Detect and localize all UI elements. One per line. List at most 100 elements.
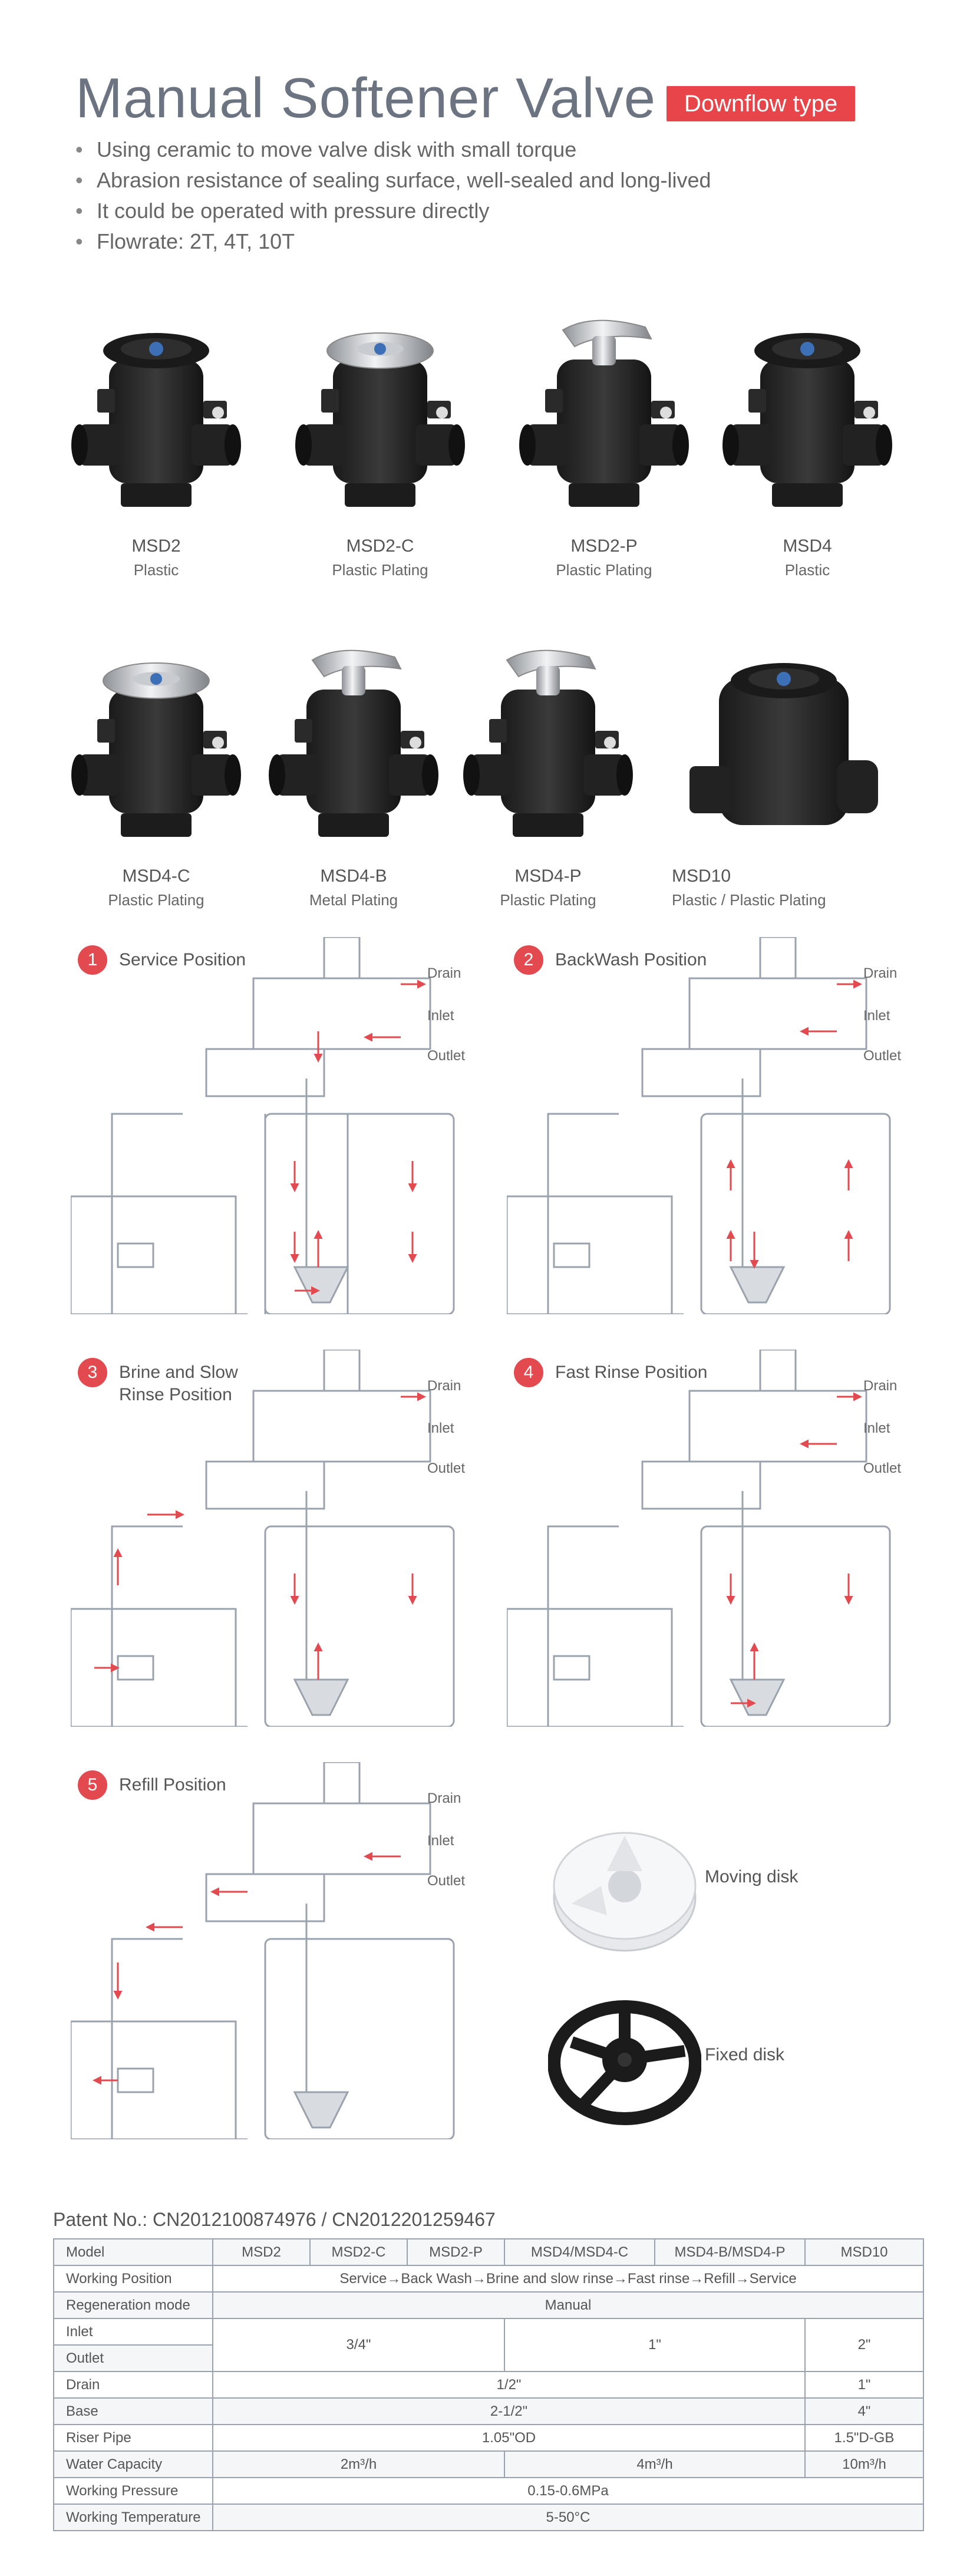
step-number: 2 [514,945,543,975]
table-cell: 2" [804,2318,924,2372]
brine-slow-rinse-diagram: 3 Brine and Slow Rinse Position Drain In… [71,1350,507,1727]
step-number: 4 [514,1358,543,1387]
table-cell: 5-50°C [212,2504,924,2531]
product-model: MSD2 [131,536,181,556]
row-header: Drain [53,2371,213,2399]
table-cell: 4m³/h [504,2450,806,2478]
table-cell: 3/4" [212,2318,505,2372]
drain-label: Drain [427,1790,461,1806]
table-row: Model MSD2 MSD2-C MSD2-P MSD4/MSD4-C MSD… [53,2238,924,2266]
table-cell: 2m³/h [212,2450,505,2478]
row-header: Working Temperature [53,2504,213,2531]
table-row: Water Capacity 2m³/h 4m³/h 10m³/h [53,2450,924,2478]
product-card: MSD2 Plastic [56,295,256,625]
valve-image [463,649,633,837]
position-label: Refill Position [119,1775,226,1795]
valve-image [71,333,241,507]
table-row: Working Position Service→Back Wash→Brine… [53,2265,924,2293]
inlet-label: Inlet [427,1008,454,1024]
product-card: MSD2-P Plastic Plating [504,295,704,625]
product-material: Plastic Plating [108,891,204,909]
drain-label: Drain [863,965,898,981]
drain-label: Drain [427,1378,461,1394]
feature-list: Using ceramic to move valve disk with sm… [75,134,900,257]
table-cell: 4" [804,2397,924,2425]
refill-position-diagram: 5 Refill Position Drain Inlet Outlet [71,1762,507,2139]
table-cell: 2-1/2" [212,2397,806,2425]
drain-label: Drain [863,1378,898,1394]
row-header: Outlet [53,2344,213,2372]
service-position-diagram: 1 Service Position Drain Inlet Outlet [71,937,507,1314]
row-header: Regeneration mode [53,2291,213,2319]
page-title: Manual Softener Valve [75,67,656,130]
product-card: MSD4-C Plastic Plating [56,625,256,955]
outlet-label: Outlet [427,1048,466,1064]
position-label: Brine and Slow Rinse Position [119,1363,238,1404]
inlet-label: Inlet [427,1833,454,1849]
fixed-disk-image [548,2000,701,2125]
table-cell: 1/2" [212,2371,806,2399]
product-model: MSD10 [672,866,731,886]
table-cell: MSD2-P [407,2238,505,2266]
table-cell: MSD4-B/MSD4-P [654,2238,806,2266]
downflow-badge: Downflow type [667,86,856,121]
flow-schematic [507,937,891,1314]
table-cell: 1.5"D-GB [804,2424,924,2452]
product-material: Plastic Plating [332,561,428,579]
flow-schematic [71,1762,455,2139]
product-model: MSD4-P [514,866,582,886]
table-cell: 0.15-0.6MPa [212,2477,924,2505]
moving-disk-label: Moving disk [705,1867,799,1886]
position-label: Service Position [119,950,246,969]
table-row: Working Temperature 5-50°C [53,2504,924,2531]
product-card: MSD10 Plastic / Plastic Plating [672,625,896,955]
fast-rinse-diagram: 4 Fast Rinse Position Drain Inlet Outlet [507,1350,943,1727]
table-cell: MSD10 [804,2238,924,2266]
valve-image [269,649,438,837]
table-row: Drain 1/2" 1" [53,2371,924,2399]
product-material: Metal Plating [309,891,398,909]
table-row: Regeneration mode Manual [53,2291,924,2319]
outlet-label: Outlet [863,1048,902,1064]
feature-item: Using ceramic to move valve disk with sm… [75,134,900,165]
inlet-label: Inlet [863,1008,890,1024]
position-label: BackWash Position [555,950,707,969]
product-card: MSD4-P Plastic Plating [448,625,648,955]
row-header: Model [53,2238,213,2266]
product-material: Plastic [133,561,179,579]
valve-image [71,662,241,837]
step-number: 1 [78,945,107,975]
table-cell: 1" [804,2371,924,2399]
table-cell: 1" [504,2318,806,2372]
flow-schematic [71,1350,455,1727]
product-card: MSD4 Plastic [707,295,908,625]
table-row: Inlet 3/4" 1" 2" [53,2318,924,2372]
flow-schematic [71,937,455,1314]
table-cell: Service→Back Wash→Brine and slow rinse→F… [212,2265,924,2293]
step-number: 5 [78,1770,107,1800]
feature-item: It could be operated with pressure direc… [75,196,900,226]
step-number: 3 [78,1358,107,1387]
product-material: Plastic Plating [500,891,596,909]
table-row: Working Pressure 0.15-0.6MPa [53,2477,924,2505]
table-row: Riser Pipe 1.05"OD 1.5"D-GB [53,2424,924,2452]
table-cell: 10m³/h [804,2450,924,2478]
outlet-label: Outlet [427,1460,466,1476]
row-header: Water Capacity [53,2450,213,2478]
product-card: MSD2-C Plastic Plating [280,295,480,625]
valve-image [689,663,878,825]
product-model: MSD4-C [122,866,190,886]
product-material: Plastic Plating [556,561,652,579]
patent-number: Patent No.: CN2012100874976 / CN20122012… [53,2209,496,2230]
moving-disk-image [553,1832,697,1952]
product-model: MSD2-P [570,536,638,556]
table-cell: MSD2 [212,2238,311,2266]
backwash-position-diagram: 2 BackWash Position Drain Inlet Outlet [507,937,943,1314]
row-header: Working Pressure [53,2477,213,2505]
table-cell: 1.05"OD [212,2424,806,2452]
row-header: Base [53,2397,213,2425]
row-header: Riser Pipe [53,2424,213,2452]
table-cell: MSD4/MSD4-C [504,2238,655,2266]
valve-image [722,333,892,507]
inlet-label: Inlet [863,1420,890,1436]
